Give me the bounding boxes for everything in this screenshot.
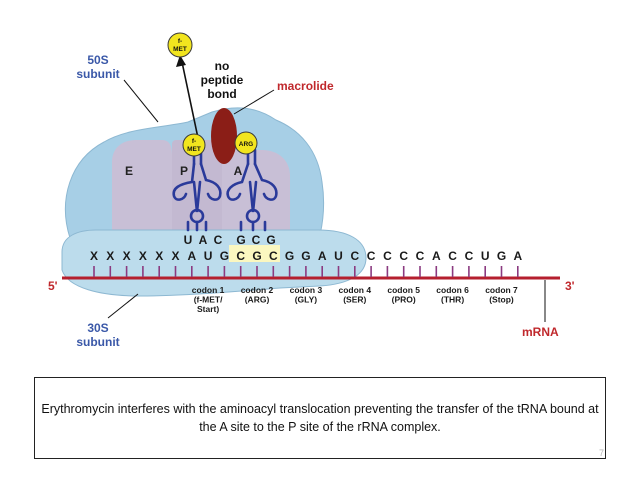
release-arrowhead <box>176 55 186 67</box>
site-a-label: A <box>234 164 243 178</box>
mrna-base: C <box>448 249 457 263</box>
no-peptide-bond-line3: bond <box>207 87 236 101</box>
mrna-base: A <box>432 249 441 263</box>
codon-label: (ARG) <box>245 295 270 305</box>
anticodon-base: G <box>266 233 275 247</box>
codon-label: (THR) <box>441 295 464 305</box>
mrna-base: X <box>123 249 131 263</box>
anticodon-base: U <box>184 233 193 247</box>
codon-label: (f-MET/ <box>194 295 223 305</box>
free-fmet-label-line1: f- <box>178 38 182 45</box>
mrna-base: G <box>220 249 229 263</box>
no-peptide-bond-line2: peptide <box>201 73 244 87</box>
e-site-region <box>112 140 172 236</box>
mrna-base: X <box>90 249 98 263</box>
mrna-base: G <box>285 249 294 263</box>
macrolide-molecule <box>211 108 237 164</box>
a-site-arg-label: ARG <box>239 141 253 148</box>
mrna-base: C <box>367 249 376 263</box>
anticodon-base: C <box>252 233 261 247</box>
codon-label: (GLY) <box>295 295 318 305</box>
five-prime-label: 5' <box>48 279 58 293</box>
p-site-fmet-label-line2: MET <box>187 146 201 153</box>
codon-label: (SER) <box>343 295 366 305</box>
mrna-base: C <box>269 249 278 263</box>
codon-label: (PRO) <box>392 295 416 305</box>
mrna-base: G <box>301 249 310 263</box>
p-site-fmet-label-line1: f- <box>192 138 196 145</box>
mrna-label: mRNA <box>522 325 559 339</box>
mrna-base: A <box>187 249 196 263</box>
macrolide-pointer <box>233 89 275 115</box>
codon-label: codon 6 <box>436 285 469 295</box>
subunit30s-label-line1: 30S <box>87 321 108 335</box>
mrna-base: A <box>513 249 522 263</box>
caption-text: Erythromycin interferes with the aminoac… <box>41 402 599 434</box>
mrna-base: C <box>350 249 359 263</box>
release-arrow <box>181 61 199 139</box>
codon-label: codon 5 <box>387 285 420 295</box>
mrna-base: G <box>252 249 261 263</box>
caption-box: Erythromycin interferes with the aminoac… <box>34 377 606 459</box>
mrna-base: G <box>497 249 506 263</box>
mrna-base: C <box>416 249 425 263</box>
subunit50s-label-line1: 50S <box>87 53 108 67</box>
mrna-base: U <box>481 249 490 263</box>
mrna-base: U <box>204 249 213 263</box>
a-site-arg-amino-acid <box>234 131 258 155</box>
mrna-base: C <box>383 249 392 263</box>
macrolide-label: macrolide <box>277 79 334 93</box>
codon-label: codon 1 <box>192 285 225 295</box>
site-e-label: E <box>125 164 133 178</box>
p-site-trna <box>172 148 222 232</box>
subunit50s-label-line2: subunit <box>76 67 119 81</box>
mrna-base: C <box>399 249 408 263</box>
mrna-base: X <box>139 249 147 263</box>
slide-number: 7 <box>598 448 604 458</box>
mrna-base: X <box>155 249 163 263</box>
subunit50s-pointer <box>123 79 159 123</box>
anticodon-base: A <box>199 233 208 247</box>
codon-label: codon 2 <box>241 285 274 295</box>
mrna-base: X <box>171 249 179 263</box>
codon-label: (Stop) <box>489 295 514 305</box>
codon-label: codon 4 <box>339 285 372 295</box>
p-site-fmet-amino-acid <box>182 133 206 157</box>
mrna-base: C <box>236 249 245 263</box>
a-site-trna <box>226 148 278 232</box>
codon-label: codon 7 <box>485 285 518 295</box>
free-fmet-label-line2: MET <box>173 46 187 53</box>
p-site-region <box>172 140 222 236</box>
codon-labels: codon 1(f-MET/Start)codon 2(ARG)codon 3(… <box>192 285 518 314</box>
site-p-label: P <box>180 164 188 178</box>
codon2-highlight <box>229 245 280 262</box>
anticodon-base: G <box>236 233 245 247</box>
subunit30s-label-line2: subunit <box>76 335 119 349</box>
three-prime-label: 3' <box>565 279 575 293</box>
mrna-base: C <box>465 249 474 263</box>
no-peptide-bond-line1: no <box>215 59 230 73</box>
codon-label: Start) <box>197 304 219 314</box>
mrna-base: A <box>318 249 327 263</box>
codon-label: codon 3 <box>290 285 323 295</box>
anticodon-base: C <box>214 233 223 247</box>
free-fmet-amino-acid <box>167 32 193 58</box>
subunit30s-pointer <box>107 293 139 319</box>
mrna-base: X <box>106 249 114 263</box>
mrna-base: U <box>334 249 343 263</box>
